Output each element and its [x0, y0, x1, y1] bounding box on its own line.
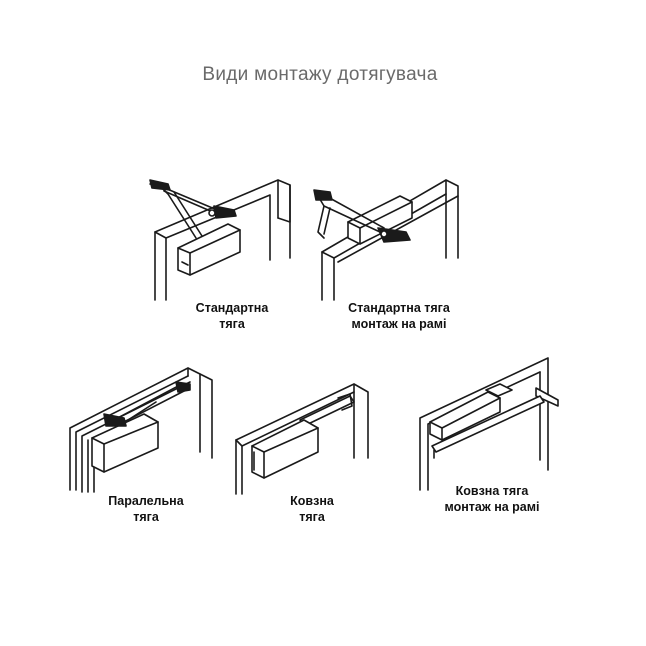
standard-arm-illustration	[149, 179, 291, 301]
caption-line-2: монтаж на рамі	[444, 500, 540, 514]
caption-line-1: Паралельна	[108, 494, 184, 508]
caption-line-2: тяга	[219, 317, 245, 331]
parallel-arm-illustration	[69, 367, 213, 493]
caption-line-2: тяга	[299, 510, 325, 524]
caption-line-1: Стандартна	[195, 301, 269, 315]
caption-line-1: Стандартна тяга	[348, 301, 450, 315]
caption-line-1: Ковзна	[290, 494, 334, 508]
caption-standard-arm: Стандартна тяга	[182, 300, 282, 332]
slide-arm-frame-mount-illustration	[419, 357, 559, 491]
caption-line-2: монтаж на рамі	[351, 317, 447, 331]
caption-slide-arm-frame-mount: Ковзна тяга монтаж на рамі	[427, 483, 557, 515]
caption-line-1: Ковзна тяга	[455, 484, 529, 498]
standard-arm-frame-mount-illustration	[313, 179, 459, 301]
caption-parallel-arm: Паралельна тяга	[96, 493, 196, 525]
page-title: Види монтажу дотягувача	[202, 64, 438, 85]
caption-slide-arm: Ковзна тяга	[262, 493, 362, 525]
slide-arm-illustration	[235, 383, 369, 495]
caption-line-2: тяга	[133, 510, 159, 524]
caption-standard-arm-frame-mount: Стандартна тяга монтаж на рамі	[334, 300, 464, 332]
